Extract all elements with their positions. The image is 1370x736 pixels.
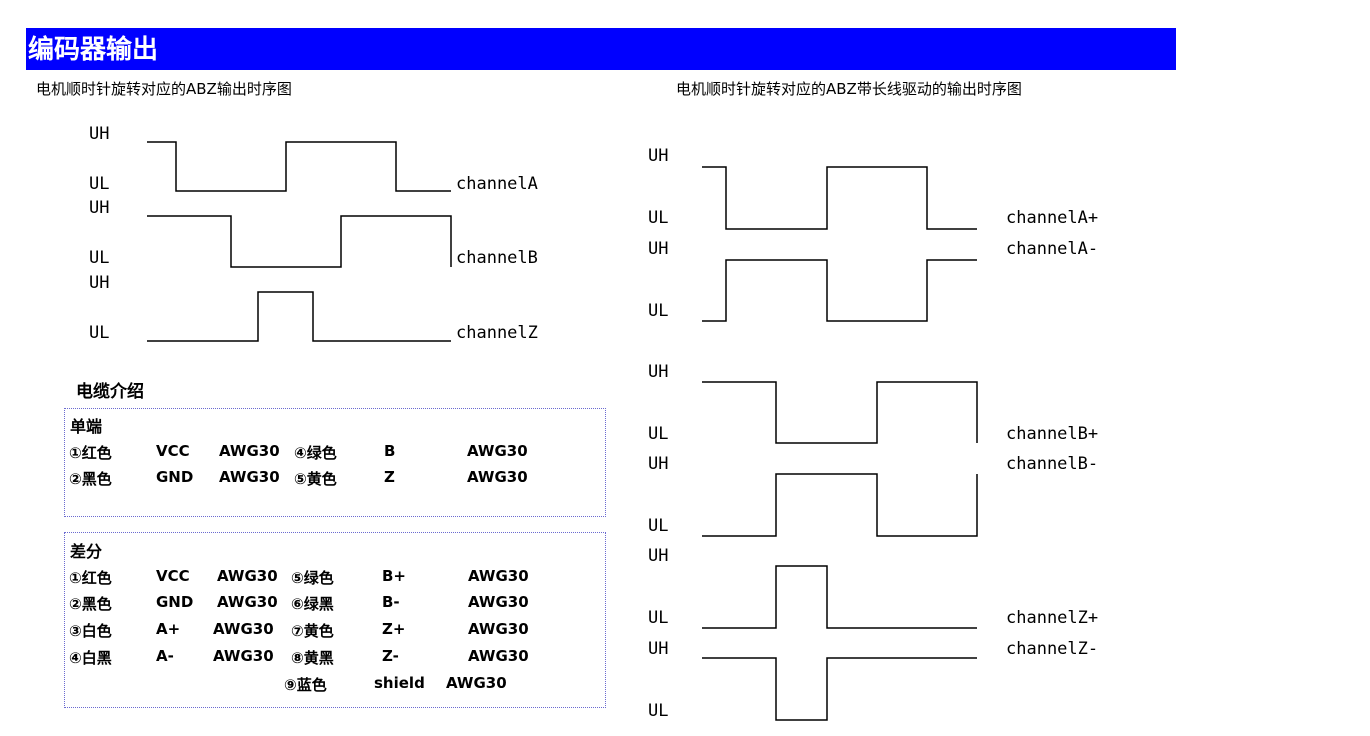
level-low-b: UL <box>89 248 109 268</box>
wire-color: ④绿色 <box>294 444 337 462</box>
wire-signal: GND <box>156 468 194 486</box>
wire-color: ②黑色 <box>69 595 112 613</box>
right-diagram-caption: 电机顺时针旋转对应的ABZ带长线驱动的输出时序图 <box>676 80 1022 98</box>
left-diagram-caption: 电机顺时针旋转对应的ABZ输出时序图 <box>36 80 292 98</box>
level-low-z-pos: UL <box>648 608 668 628</box>
single-ended-title: 单端 <box>70 417 103 436</box>
wire-gauge: AWG30 <box>467 442 528 460</box>
label-channel-z-pos: channelZ+ <box>1006 608 1098 628</box>
waveform-channel-b-neg <box>702 473 978 537</box>
differential-cable-table: 差分 ①红色 VCC AWG30 ⑤绿色 B+ AWG30 ②黑色 GND AW… <box>64 532 606 708</box>
label-channel-b: channelB <box>456 248 538 268</box>
level-low-b-pos: UL <box>648 424 668 444</box>
level-low-a-neg: UL <box>648 301 668 321</box>
level-high-b-pos: UH <box>648 362 668 382</box>
wire-gauge: AWG30 <box>213 620 274 638</box>
level-high-b: UH <box>89 198 109 218</box>
wire-color: ③白色 <box>69 622 112 640</box>
level-high-z-pos: UH <box>648 546 668 566</box>
wire-gauge: AWG30 <box>219 468 280 486</box>
wire-gauge: AWG30 <box>446 674 507 692</box>
wire-signal: VCC <box>156 567 190 585</box>
waveform-channel-z-pos <box>702 565 977 629</box>
wire-color: ⑤黄色 <box>294 470 337 488</box>
section-header: 编码器输出 <box>26 28 1176 70</box>
wire-color: ④白黑 <box>69 649 112 667</box>
wire-gauge: AWG30 <box>468 647 529 665</box>
label-channel-b-neg: channelB- <box>1006 454 1098 474</box>
waveform-channel-a-neg <box>702 259 977 322</box>
waveform-channel-b <box>147 215 452 268</box>
wire-gauge: AWG30 <box>468 567 529 585</box>
wire-signal: Z <box>384 468 395 486</box>
waveform-channel-b-pos <box>702 381 978 444</box>
cable-section-title: 电缆介绍 <box>76 382 144 402</box>
wire-signal: A- <box>156 647 174 665</box>
wire-gauge: AWG30 <box>217 593 278 611</box>
waveform-channel-a <box>147 141 451 192</box>
wire-signal: shield <box>374 674 425 692</box>
wire-color: ⑦黄色 <box>291 622 334 640</box>
wire-color: ①红色 <box>69 444 112 462</box>
wire-signal: Z- <box>382 647 399 665</box>
wire-color: ②黑色 <box>69 470 112 488</box>
label-channel-a-neg: channelA- <box>1006 239 1098 259</box>
wire-signal: A+ <box>156 620 181 638</box>
wire-gauge: AWG30 <box>467 468 528 486</box>
wire-color: ①红色 <box>69 569 112 587</box>
wire-color: ⑥绿黑 <box>291 595 334 613</box>
waveform-channel-z-neg <box>702 657 977 721</box>
wire-gauge: AWG30 <box>468 593 529 611</box>
level-high-a: UH <box>89 124 109 144</box>
wire-color: ⑨蓝色 <box>284 676 327 694</box>
level-high-b-neg: UH <box>648 454 668 474</box>
wire-signal: GND <box>156 593 194 611</box>
wire-color: ⑤绿色 <box>291 569 334 587</box>
label-channel-b-pos: channelB+ <box>1006 424 1098 444</box>
waveform-channel-z <box>147 291 451 342</box>
wire-gauge: AWG30 <box>468 620 529 638</box>
wire-gauge: AWG30 <box>217 567 278 585</box>
level-low-z-neg: UL <box>648 701 668 721</box>
label-channel-z-neg: channelZ- <box>1006 639 1098 659</box>
wire-gauge: AWG30 <box>213 647 274 665</box>
label-channel-z: channelZ <box>456 323 538 343</box>
wire-signal: B+ <box>382 567 407 585</box>
label-channel-a: channelA <box>456 174 538 194</box>
level-low-a-pos: UL <box>648 208 668 228</box>
single-ended-cable-table: 单端 ①红色 VCC AWG30 ④绿色 B AWG30 ②黑色 GND AWG… <box>64 408 606 517</box>
wire-signal: B- <box>382 593 400 611</box>
level-low-z: UL <box>89 323 109 343</box>
wire-signal: B <box>384 442 396 460</box>
level-high-z: UH <box>89 273 109 293</box>
waveform-channel-a-pos <box>702 166 977 230</box>
level-high-a-neg: UH <box>648 239 668 259</box>
wire-signal: VCC <box>156 442 190 460</box>
label-channel-a-pos: channelA+ <box>1006 208 1098 228</box>
level-high-a-pos: UH <box>648 146 668 166</box>
wire-color: ⑧黄黑 <box>291 649 334 667</box>
level-low-b-neg: UL <box>648 516 668 536</box>
wire-gauge: AWG30 <box>219 442 280 460</box>
level-low-a: UL <box>89 174 109 194</box>
level-high-z-neg: UH <box>648 639 668 659</box>
differential-title: 差分 <box>70 542 103 561</box>
wire-signal: Z+ <box>382 620 406 638</box>
